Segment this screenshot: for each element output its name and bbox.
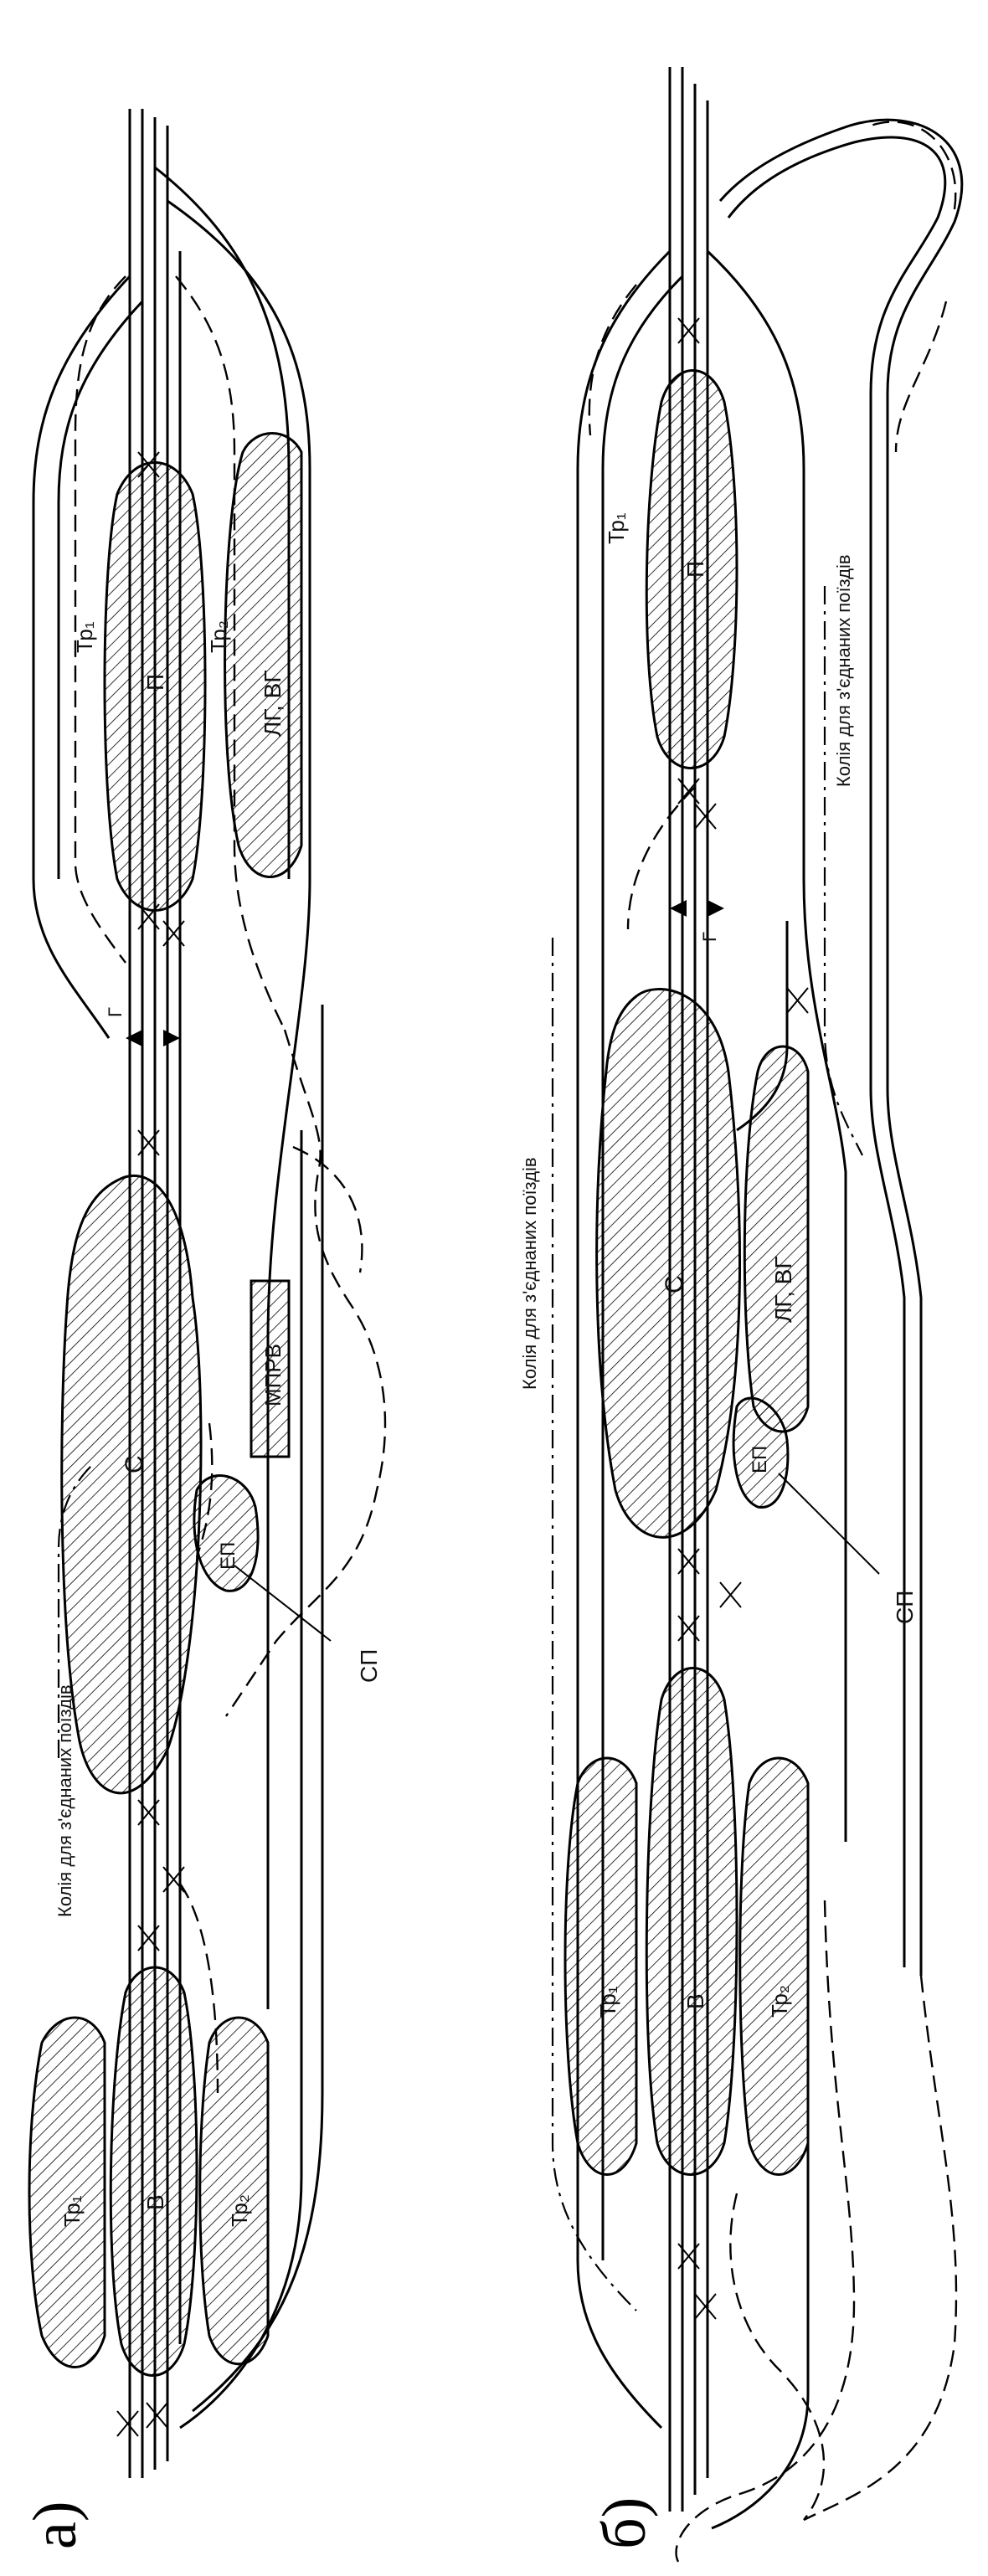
panel-b-hump-markers [670, 900, 724, 917]
panel-a-letter: а) [21, 2501, 90, 2550]
panel-a-yards [28, 432, 303, 2377]
panel-a-label-tr2-top: Тр₂ [206, 620, 231, 653]
panel-b-label-lg-vg: ЛГ, ВГ [770, 1256, 796, 1323]
panel-a-label-joined: Колія для з'єднаних поїздів [54, 1684, 75, 1917]
panel-a-label-sp: СП [356, 1649, 382, 1683]
panel-b-letter: б) [590, 2497, 659, 2549]
panel-a-yard-tr2 [198, 2016, 270, 2366]
panel-b-yard-ep [732, 1396, 790, 1509]
panel-b-yard-tr1 [563, 1756, 638, 2176]
hump-triangle-icon [708, 900, 724, 917]
panel-a-label-lg-vg: ЛГ, ВГ [260, 670, 286, 737]
panel-b-label-joined-2: Колія для з'єднаних поїздів [519, 1157, 540, 1390]
panel-b-dashed-routes [588, 121, 958, 2563]
panel-b: б) Тр₁ П Колія для з'єднаних поїздів Кол… [519, 67, 964, 2563]
hump-triangle-icon [163, 1030, 180, 1046]
panel-a-crossovers [116, 451, 185, 2437]
panel-a-label-ep: ЕП [217, 1542, 239, 1570]
panel-b-joined-track-lines [551, 586, 863, 2311]
panel-a-label-p: П [142, 674, 168, 691]
panel-b-label-g: Г [699, 932, 720, 942]
panel-a-label-tr2-left: Тр₂ [227, 2194, 252, 2227]
panel-b-label-joined-1: Колія для з'єднаних поїздів [833, 554, 854, 787]
panel-b-yards [563, 369, 810, 2176]
panel-b-yard-lg-vg [743, 1045, 810, 1433]
panel-a-yard-p [103, 461, 207, 912]
panel-b-label-s: С [661, 1275, 688, 1293]
panel-b-label-tr1-top: Тр₁ [604, 512, 629, 544]
panel-a-label-s: С [121, 1455, 148, 1473]
panel-a-label-tr1-left: Тр₁ [59, 2195, 85, 2227]
panel-a-label-v: В [142, 2194, 168, 2210]
panel-b-yard-v [645, 1667, 738, 2176]
panel-b-yard-tr2 [738, 1756, 810, 2176]
hump-triangle-icon [670, 900, 687, 917]
panel-b-yard-p [645, 369, 738, 769]
panel-a-yard-tr1 [28, 2016, 106, 2368]
panel-b-yard-s [595, 988, 742, 1539]
panel-a-yard-v [109, 1966, 198, 2377]
panel-b-label-p: П [682, 561, 708, 578]
panel-a-sp-leader [234, 1565, 332, 1642]
panel-a: а) Тр₁ Тр₂ П ЛГ, ВГ С МПРВ ЕП Г СП Колія… [21, 109, 387, 2550]
panel-b-crossovers [677, 317, 809, 2320]
panel-a-yard-ep [193, 1474, 260, 1592]
panel-b-label-v: В [682, 1993, 708, 2009]
panel-a-hump-markers [126, 1030, 180, 1046]
panel-b-label-sp: СП [892, 1591, 918, 1624]
hump-triangle-icon [126, 1030, 142, 1046]
panel-a-label-g: Г [105, 1007, 126, 1017]
panel-a-yard-mprv [250, 1279, 291, 1458]
panel-b-label-tr2-left: Тр₂ [767, 1985, 792, 2018]
panel-a-yard-lg-vg [224, 432, 303, 878]
panel-b-label-tr1-left: Тр₁ [595, 1986, 620, 2018]
panel-a-label-tr1-top: Тр₁ [72, 621, 97, 653]
panel-a-yard-s [60, 1174, 203, 1795]
panel-a-label-mprv: МПРВ [260, 1344, 286, 1406]
panel-b-sp-leader [778, 1473, 880, 1575]
panel-b-label-ep: ЕП [749, 1446, 771, 1473]
